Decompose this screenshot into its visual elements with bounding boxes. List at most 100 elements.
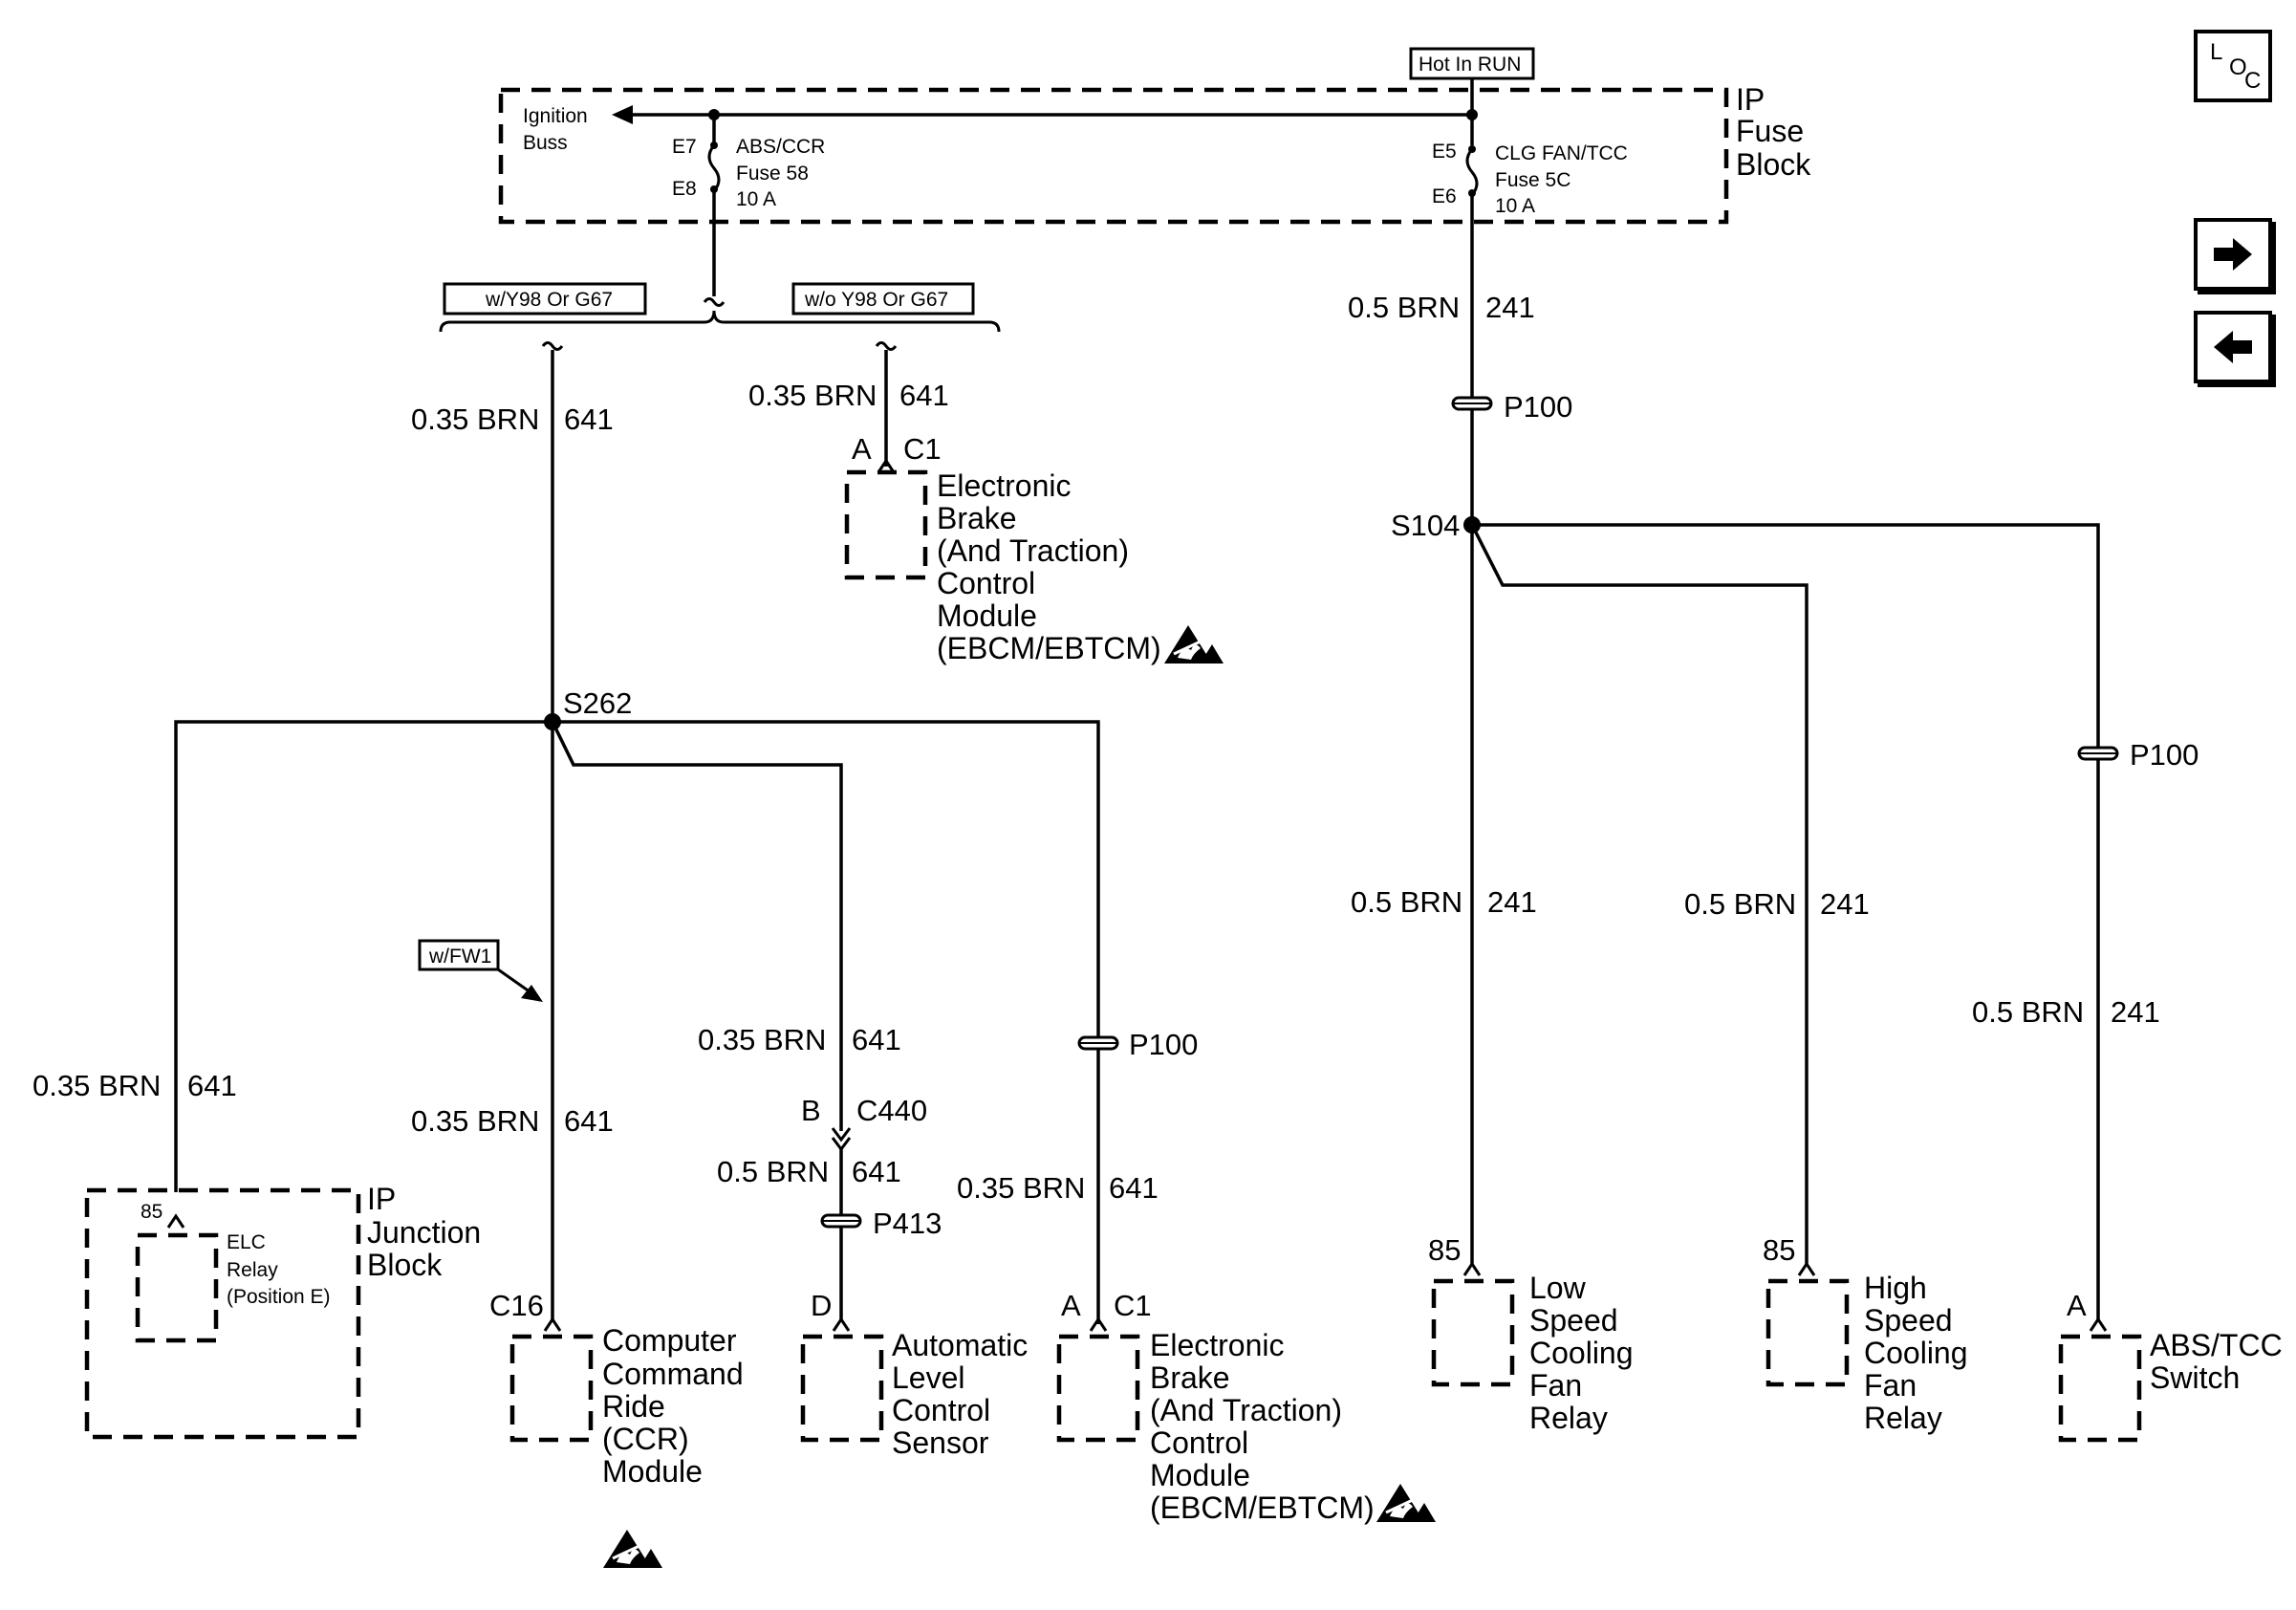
fuse-5c-name: CLG FAN/TCC (1495, 142, 1628, 164)
splice-s262-label: S262 (563, 686, 632, 720)
ccr-label-5: Module (602, 1454, 703, 1489)
wire-241-low-fan-size: 0.5 BRN (1351, 885, 1462, 919)
elc-relay-label-2: Relay (227, 1259, 278, 1281)
fuse-5c-element (1465, 148, 1479, 196)
high-fan-relay-box (1765, 1278, 1850, 1387)
low-fan-label-4: Fan (1529, 1368, 1582, 1403)
ccr-label-1: Computer (602, 1323, 737, 1358)
elc-relay-box (135, 1232, 219, 1343)
esd-warning-icon-ebcm-upper (1162, 623, 1225, 665)
fw1-box (418, 939, 500, 971)
fuse-5c-pin-bottom: E6 (1432, 185, 1457, 207)
low-fan-terminal (1462, 1261, 1482, 1276)
abs-tcc-label-2: Switch (2150, 1360, 2240, 1395)
fuse-58-pin-bottom: E8 (672, 178, 697, 200)
splice-s104-label: S104 (1391, 509, 1460, 542)
elc-pin-85: 85 (141, 1201, 162, 1223)
low-fan-relay-box (1431, 1278, 1515, 1387)
high-fan-label-5: Relay (1864, 1401, 1942, 1435)
next-page-button[interactable] (2194, 218, 2272, 291)
wire-641-ccr-circuit: 641 (564, 1104, 614, 1138)
ebcm-lower-label-4: Control (1150, 1425, 1248, 1460)
ccr-module-box (509, 1334, 594, 1443)
ebcm-upper-label-3: (And Traction) (937, 533, 1129, 568)
option-bracket (439, 310, 1001, 333)
wire-641-top-size: 0.35 BRN (411, 402, 539, 436)
ebcm-lower-box (1056, 1334, 1140, 1443)
wire-641-upper-ebcm-size: 0.35 BRN (748, 379, 877, 412)
wire-641-elc-size: 0.35 BRN (32, 1069, 161, 1102)
low-fan-label-1: Low (1529, 1271, 1587, 1305)
ebcm-upper-box (844, 469, 928, 580)
w-y98-wire-break (541, 341, 564, 351)
alc-pin-d: D (811, 1289, 832, 1322)
ip-junction-title-3: Block (367, 1248, 443, 1282)
fuse-5c-rating: 10 A (1495, 195, 1535, 217)
abs-tcc-label-1: ABS/TCC (2150, 1328, 2283, 1362)
ebcm-upper-label-5: Module (937, 598, 1037, 633)
hot-in-run-box (1409, 47, 1535, 80)
wire-641-alc-circuit: 641 (852, 1023, 901, 1056)
low-fan-pin-85: 85 (1428, 1233, 1461, 1267)
abs-tcc-terminal (2089, 1316, 2108, 1332)
wire-641-alc-lower-circuit: 641 (852, 1155, 901, 1188)
wire-641-ebcm-circuit: 641 (1109, 1171, 1159, 1205)
wire-241-to-abs-tcc (1472, 523, 2100, 1321)
wire-241-abs-tcc-circuit: 241 (2111, 995, 2160, 1029)
ebcm-upper-terminal (877, 458, 896, 473)
previous-page-button[interactable] (2194, 311, 2272, 383)
high-fan-label-1: High (1864, 1271, 1927, 1305)
wire-641-alc-lower-size: 0.5 BRN (717, 1155, 829, 1188)
wire-641-upper-ebcm-circuit: 641 (899, 379, 949, 412)
ccr-label-4: (CCR) (602, 1422, 689, 1456)
wire-s262-to-alc (551, 721, 843, 1131)
ip-junction-block-outline (84, 1187, 361, 1440)
wire-641-elc-circuit: 641 (187, 1069, 237, 1102)
ccr-connector-c16: C16 (489, 1289, 544, 1322)
ebcm-upper-label-2: Brake (937, 501, 1017, 535)
c440-label: C440 (856, 1094, 927, 1127)
ebcm-lower-terminal (1089, 1316, 1108, 1332)
ccr-terminal (543, 1316, 562, 1332)
option-with-label: w/Y98 Or G67 (485, 289, 613, 311)
wo-y98-wire-break (875, 341, 898, 351)
high-fan-terminal (1797, 1261, 1816, 1276)
wire-241-top-size: 0.5 BRN (1348, 291, 1460, 324)
fuse-58-wire-break (703, 297, 726, 307)
ccr-label-2: Command (602, 1357, 744, 1391)
ebcm-lower-label-1: Electronic (1150, 1328, 1285, 1362)
esd-warning-icon-ccr (601, 1528, 664, 1570)
wire-641-alc-size: 0.35 BRN (698, 1023, 826, 1056)
alc-sensor-box (800, 1334, 884, 1443)
p100-label-top: P100 (1504, 390, 1572, 424)
esd-warning-icon-ebcm-lower (1375, 1482, 1438, 1524)
p100-label-lower-ebcm: P100 (1129, 1028, 1198, 1061)
wire-s262-horizontal (174, 720, 1100, 1324)
wire-241-to-high-fan (1470, 524, 1809, 1266)
p413-label: P413 (873, 1207, 942, 1240)
left-arrow-icon (2214, 331, 2252, 363)
high-fan-label-4: Fan (1864, 1368, 1917, 1403)
ebcm-lower-pin-a: A (1061, 1289, 1081, 1322)
loc-button[interactable]: L O C (2194, 30, 2272, 102)
ignition-buss-label-2: Buss (523, 132, 568, 154)
alc-label-3: Control (892, 1393, 990, 1427)
p100-label-abs-tcc: P100 (2130, 738, 2199, 772)
option-without-box (791, 282, 975, 315)
ebcm-lower-label-5: Module (1150, 1458, 1250, 1492)
ebcm-upper-pin-a: A (852, 432, 872, 466)
high-fan-pin-85: 85 (1763, 1233, 1795, 1267)
abs-tcc-switch-box (2058, 1334, 2142, 1443)
high-fan-label-3: Cooling (1864, 1336, 1968, 1370)
wire-641-top-circuit: 641 (564, 402, 614, 436)
low-fan-label-3: Cooling (1529, 1336, 1634, 1370)
fw1-label: w/FW1 (428, 946, 491, 968)
wire-241-abs-tcc-size: 0.5 BRN (1972, 995, 2084, 1029)
fuse-block-title-1: IP (1736, 82, 1765, 117)
fuse-58-rating: 10 A (736, 188, 776, 210)
fuse-58-name: ABS/CCR (736, 136, 825, 158)
low-fan-label-5: Relay (1529, 1401, 1608, 1435)
alc-terminal (832, 1316, 851, 1332)
ignition-buss-label-1: Ignition (523, 105, 588, 127)
